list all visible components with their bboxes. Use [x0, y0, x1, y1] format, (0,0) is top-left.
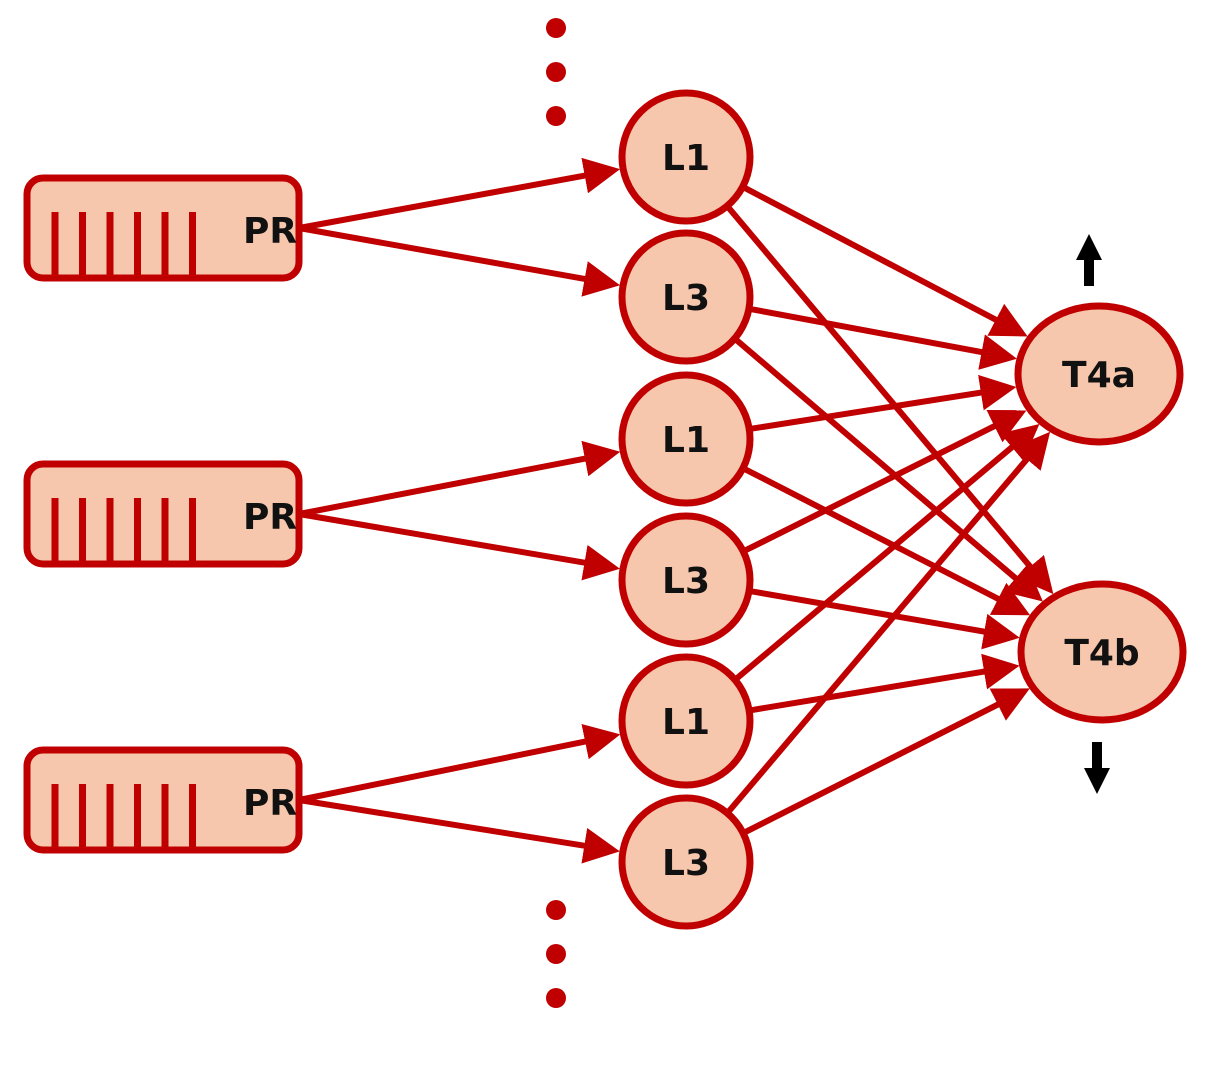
- lamina-label: L3: [662, 561, 710, 602]
- ellipsis-dot: [546, 900, 566, 920]
- edge-l3c-to-t4a: [726, 431, 1051, 813]
- photoreceptor-label: PR: [243, 497, 297, 538]
- lamina-node-l3: L3: [618, 512, 754, 648]
- t4-label: T4b: [1064, 633, 1139, 674]
- edge-pr1-to-l1a: [298, 157, 621, 231]
- arrow-up-icon: [1076, 234, 1102, 286]
- edge-pr3-to-l3c: [298, 797, 620, 864]
- ellipsis-dot: [546, 944, 566, 964]
- edge-l1b-to-t4b: [744, 466, 1031, 616]
- lamina-node-l1: L1: [618, 653, 754, 789]
- t4-node-t4b: T4b: [1017, 580, 1187, 724]
- ellipsis-top: [546, 18, 566, 126]
- ellipsis-dot: [546, 18, 566, 38]
- edge-l3a-to-t4a: [751, 306, 1017, 370]
- lamina-label: L3: [662, 843, 710, 884]
- photoreceptor-node: PR: [23, 746, 303, 854]
- arrow-down-icon: [1084, 742, 1110, 794]
- ellipsis-dot: [546, 988, 566, 1008]
- lamina-node-l3: L3: [618, 794, 754, 930]
- lamina-label: L1: [662, 702, 710, 743]
- edge-l3a-to-t4b: [735, 338, 1043, 602]
- lamina-node-l3: L3: [618, 229, 754, 365]
- lamina-circle: [618, 794, 754, 930]
- photoreceptor-label: PR: [243, 211, 297, 252]
- edge-pr3-to-l1c: [298, 723, 621, 803]
- lamina-circle: [618, 89, 754, 225]
- lamina-circle: [618, 512, 754, 648]
- edges: [298, 157, 1054, 864]
- edge-l3c-to-t4b: [744, 688, 1030, 835]
- annotations: [546, 18, 1110, 1008]
- edge-pr2-to-l3b: [298, 511, 620, 581]
- lamina-circle: [618, 229, 754, 365]
- t4-ellipse: [1014, 302, 1184, 446]
- t4-node-t4a: T4a: [1014, 302, 1184, 446]
- ellipsis-dot: [546, 106, 566, 126]
- ellipsis-dot: [546, 62, 566, 82]
- lamina-label: L1: [662, 138, 710, 179]
- lamina-label: L1: [662, 420, 710, 461]
- photoreceptor-label: PR: [243, 783, 297, 824]
- edge-l3b-to-t4b: [751, 588, 1020, 650]
- photoreceptor-node: PR: [23, 460, 303, 568]
- lamina-label: L3: [662, 278, 710, 319]
- edge-pr2-to-l1b: [298, 440, 621, 517]
- lamina-circle: [618, 371, 754, 507]
- lamina-circle: [618, 653, 754, 789]
- edge-l3b-to-t4a: [744, 410, 1027, 553]
- lamina-node-l1: L1: [618, 371, 754, 507]
- edge-l1b-to-t4a: [751, 374, 1017, 432]
- ellipsis-bottom: [546, 900, 566, 1008]
- t4-ellipse: [1017, 580, 1187, 724]
- edge-l1c-to-t4b: [751, 653, 1020, 713]
- t4-label: T4a: [1062, 355, 1136, 396]
- edge-l1a-to-t4a: [743, 185, 1028, 337]
- edge-l1a-to-t4b: [726, 206, 1054, 595]
- edge-pr1-to-l3a: [298, 225, 621, 297]
- lamina-node-l1: L1: [618, 89, 754, 225]
- photoreceptor-node: PR: [23, 174, 303, 282]
- edge-l1c-to-t4a: [735, 424, 1040, 681]
